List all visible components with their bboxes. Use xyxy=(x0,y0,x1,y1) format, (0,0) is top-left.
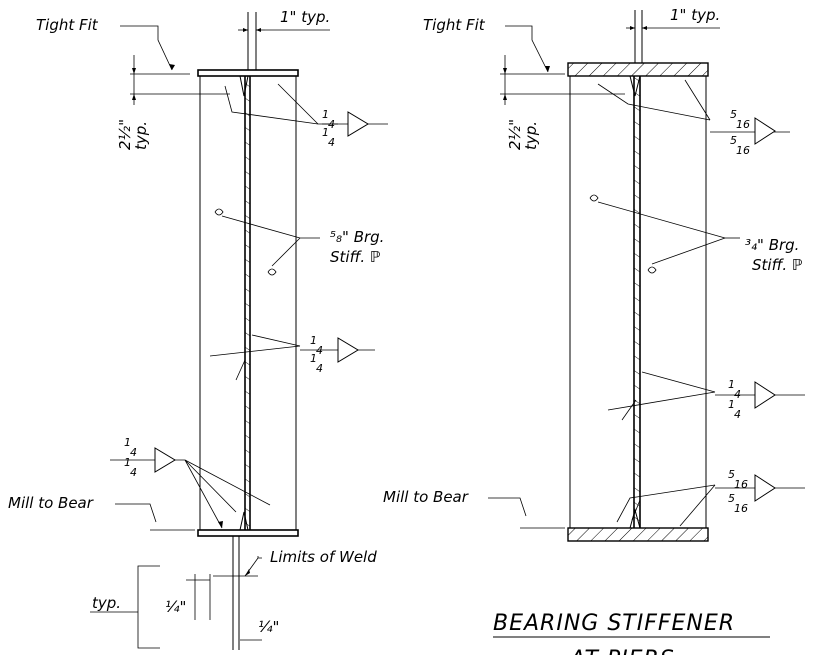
svg-text:1: 1 xyxy=(728,378,735,391)
limits-of-weld-label: Limits of Weld xyxy=(270,548,377,566)
left-mill-to-bear-label: Mill to Bear xyxy=(8,494,94,512)
left-tight-fit-label: Tight Fit xyxy=(36,16,99,34)
svg-text:5: 5 xyxy=(730,108,737,121)
svg-text:4: 4 xyxy=(130,446,137,459)
left-dim-typ: typ. xyxy=(132,121,150,150)
right-mill-to-bear-label: Mill to Bear xyxy=(383,488,469,506)
left-quarter-2: ¼" xyxy=(258,618,279,636)
svg-text:5: 5 xyxy=(728,492,735,505)
svg-text:1: 1 xyxy=(728,398,735,411)
svg-text:16: 16 xyxy=(736,118,750,131)
right-stiff-size: ³₄" Brg. xyxy=(745,236,799,254)
right-detail: 1" typ. Tight Fit 2½" typ. 5 16 5 16 ³₄ xyxy=(383,6,805,542)
right-mid-weld-symbol: 1 4 1 4 xyxy=(728,378,776,421)
svg-text:4: 4 xyxy=(316,344,323,357)
left-stiff-label: Stiff. ℙ xyxy=(330,248,380,266)
left-top-flange xyxy=(197,69,299,77)
left-web xyxy=(244,76,251,530)
svg-text:16: 16 xyxy=(736,144,750,157)
svg-text:1: 1 xyxy=(322,126,329,139)
drawing-title: BEARING STIFFENER xyxy=(493,611,735,636)
left-quarter-1: ¼" xyxy=(165,598,186,616)
svg-text:1: 1 xyxy=(322,108,329,121)
svg-text:1: 1 xyxy=(310,334,317,347)
svg-text:1: 1 xyxy=(310,352,317,365)
left-typ-bottom-label: typ. xyxy=(92,594,121,612)
svg-text:4: 4 xyxy=(328,118,335,131)
right-tight-fit-label: Tight Fit xyxy=(423,16,486,34)
svg-text:16: 16 xyxy=(734,502,748,515)
svg-text:4: 4 xyxy=(316,362,323,375)
right-top-flange xyxy=(567,62,709,77)
left-detail: 1" typ. Tight Fit 2½" typ. 1 4 1 4 xyxy=(8,8,388,650)
right-stiff-label: Stiff. ℙ xyxy=(752,256,802,274)
svg-text:16: 16 xyxy=(734,478,748,491)
svg-text:4: 4 xyxy=(130,466,137,479)
left-top-weld-symbol: 1 4 1 4 xyxy=(322,108,369,149)
left-stiff-size: ⁵₈" Brg. xyxy=(330,228,384,246)
svg-text:4: 4 xyxy=(328,136,335,149)
right-bottom-flange xyxy=(567,527,709,542)
right-dim-2-1-2: 2½" xyxy=(506,119,524,150)
svg-text:4: 4 xyxy=(734,388,741,401)
svg-text:1: 1 xyxy=(124,436,131,449)
left-bottom-weld-symbol: 1 4 1 4 xyxy=(110,436,271,529)
svg-text:5: 5 xyxy=(728,468,735,481)
left-mid-weld-symbol: 1 4 1 4 xyxy=(310,334,359,375)
left-1in-typ-label: 1" typ. xyxy=(280,8,330,26)
drawing-subtitle: AT PIERS xyxy=(568,647,675,655)
svg-text:4: 4 xyxy=(734,408,741,421)
right-1in-typ-label: 1" typ. xyxy=(670,6,720,24)
right-bottom-weld-symbol: 5 16 5 16 xyxy=(728,468,776,515)
svg-text:5: 5 xyxy=(730,134,737,147)
left-dim-2-1-2: 2½" xyxy=(116,119,134,150)
svg-text:1: 1 xyxy=(124,456,131,469)
right-web xyxy=(633,76,641,528)
right-top-weld-symbol: 5 16 5 16 xyxy=(730,108,776,157)
left-bottom-flange xyxy=(197,529,299,537)
right-dim-typ: typ. xyxy=(522,121,540,150)
